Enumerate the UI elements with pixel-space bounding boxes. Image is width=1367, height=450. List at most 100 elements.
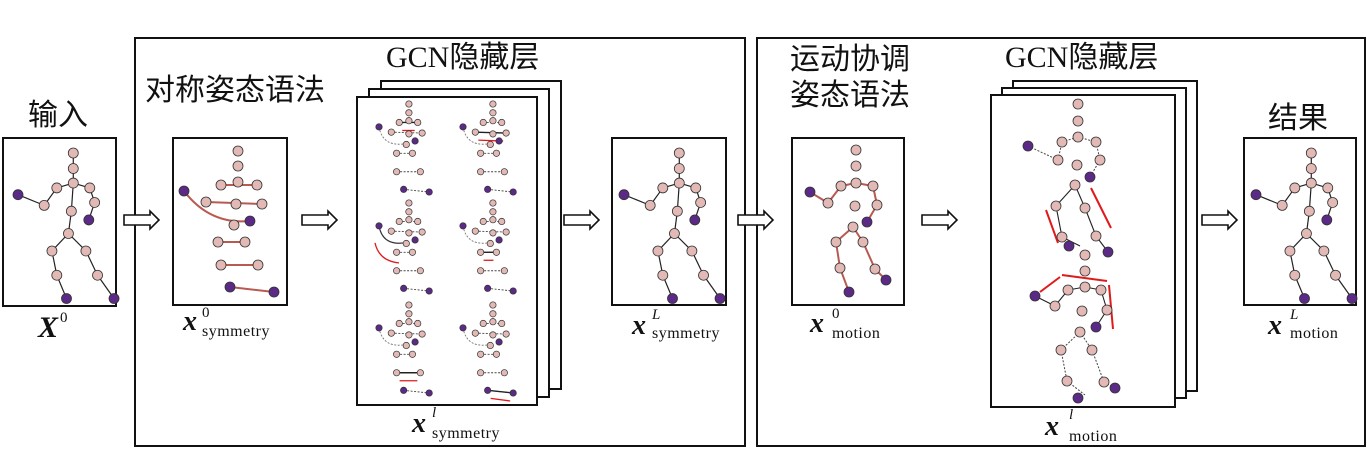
- motion-gcn-skeleton-upper: [1022, 98, 1114, 258]
- joint: [416, 369, 424, 377]
- joint: [1072, 131, 1084, 143]
- joint: [228, 219, 240, 231]
- joint: [405, 130, 413, 138]
- symmetry-hidden-label: x l symmetry: [412, 405, 500, 442]
- end-joint: [400, 284, 408, 292]
- end-joint: [495, 338, 503, 346]
- grammar-edge: [487, 188, 514, 193]
- joint: [402, 239, 410, 248]
- end-joint: [375, 324, 383, 332]
- motion-grammar-title-line1: 运动协调: [790, 42, 910, 77]
- joint: [405, 100, 413, 108]
- joint: [1052, 154, 1064, 166]
- end-joint: [224, 281, 236, 293]
- joint: [1076, 305, 1088, 317]
- end-joint: [1250, 189, 1262, 201]
- output-title: 结果: [1268, 101, 1328, 136]
- joint: [215, 179, 227, 191]
- motion-gcn-skeleton-lower: [1029, 249, 1121, 404]
- joint: [80, 245, 92, 257]
- end-joint: [425, 188, 433, 196]
- joint: [477, 168, 485, 176]
- joint: [395, 319, 403, 328]
- joint: [489, 130, 497, 138]
- update-arrow: [374, 242, 400, 264]
- grammar-edge: [1061, 136, 1079, 143]
- symmetry-edge: [229, 286, 275, 293]
- end-joint: [268, 286, 280, 298]
- end-joint: [861, 216, 873, 228]
- end-joint: [509, 287, 517, 295]
- joint: [1055, 344, 1067, 356]
- end-joint: [108, 293, 120, 304]
- motion-initial-label: x 0 motion: [810, 306, 881, 342]
- end-joint: [425, 287, 433, 295]
- gcn-prefix: GCN: [386, 41, 450, 74]
- joint: [498, 118, 506, 127]
- joint: [698, 269, 709, 281]
- joint: [212, 236, 224, 248]
- end-joint: [495, 137, 503, 145]
- joint: [405, 216, 413, 224]
- motion-initial-skeleton: [804, 144, 892, 298]
- joint: [252, 259, 264, 271]
- joint: [1072, 98, 1084, 110]
- joint: [1072, 115, 1084, 127]
- joint: [492, 149, 500, 157]
- end-joint: [459, 123, 467, 131]
- end-joint: [1072, 392, 1084, 404]
- motion-grammar-title-line2: 姿态语法: [790, 78, 910, 113]
- arrow-to-symmetry-gcn: [301, 209, 339, 231]
- symmetry-gcn-mini-4: [459, 199, 517, 295]
- joint: [847, 221, 859, 233]
- end-joint: [1109, 382, 1121, 394]
- joint: [1276, 199, 1288, 211]
- joint: [65, 205, 77, 217]
- symmetry-gcn-mini-6: [459, 301, 517, 402]
- arrow-to-output: [1201, 209, 1239, 231]
- end-joint: [1029, 290, 1041, 302]
- joint: [416, 168, 424, 176]
- update-arrow: [1090, 187, 1112, 229]
- joint: [477, 369, 485, 377]
- joint: [1305, 147, 1317, 159]
- joint: [477, 350, 485, 358]
- joint: [657, 269, 669, 281]
- arrow-to-motion-gcn: [921, 209, 959, 231]
- joint: [695, 197, 707, 208]
- end-joint: [400, 185, 408, 193]
- joint: [405, 301, 413, 309]
- joint: [869, 263, 881, 275]
- joint: [1079, 281, 1091, 293]
- joint: [405, 199, 413, 207]
- joint: [395, 118, 403, 127]
- symmetry-gcn-mini-1: [375, 100, 433, 196]
- joint: [850, 160, 862, 172]
- joint: [489, 310, 497, 318]
- joint: [408, 248, 416, 256]
- joint: [822, 197, 834, 209]
- joint: [477, 248, 485, 256]
- joint: [1101, 304, 1113, 316]
- joint: [393, 267, 401, 275]
- joint: [405, 229, 413, 237]
- joint: [239, 236, 251, 248]
- end-joint: [509, 389, 517, 397]
- joint: [486, 239, 494, 248]
- update-arrow: [490, 397, 511, 402]
- end-joint: [509, 188, 517, 196]
- end-joint: [83, 214, 95, 226]
- joint: [857, 236, 869, 248]
- joint: [1318, 245, 1330, 257]
- joint: [834, 262, 846, 274]
- end-joint: [459, 222, 467, 230]
- end-joint: [1063, 240, 1075, 252]
- joint: [1079, 202, 1091, 214]
- joint: [1086, 344, 1098, 356]
- end-joint: [425, 389, 433, 397]
- output-label: x L motion: [1268, 307, 1339, 342]
- joint: [402, 341, 410, 350]
- joint: [690, 182, 702, 194]
- joint: [657, 182, 669, 194]
